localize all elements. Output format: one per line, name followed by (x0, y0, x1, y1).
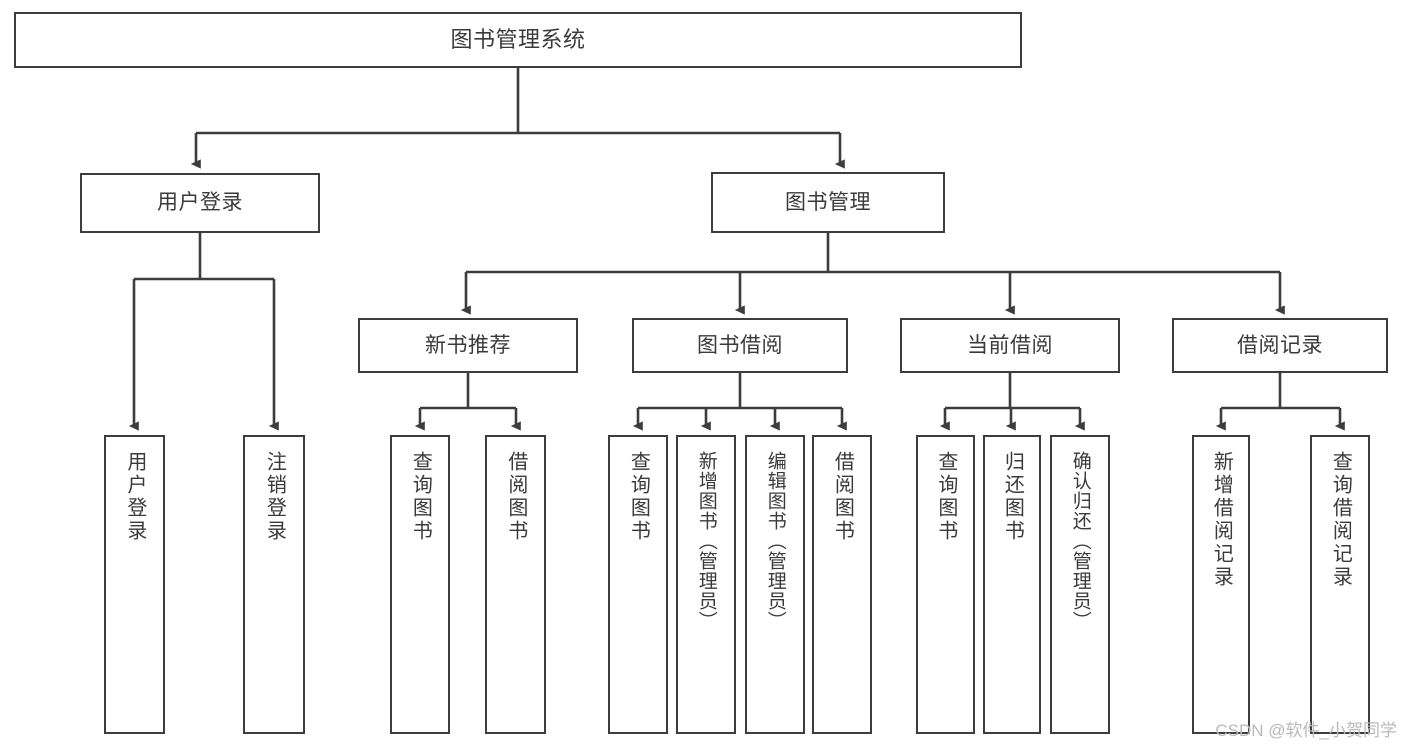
node-book-borrow[interactable]: 图书借阅 (632, 318, 848, 373)
node-label: 确认归还（管理员） (1069, 451, 1091, 631)
node-label: 新书推荐 (425, 333, 511, 357)
node-label: 编辑图书（管理员） (764, 451, 786, 631)
node-root-system[interactable]: 图书管理系统 (14, 12, 1022, 68)
node-label: 图书管理系统 (450, 26, 586, 52)
node-user-login[interactable]: 用户登录 (80, 173, 320, 233)
leaf-add-borrow-record[interactable]: 新增借阅记录 (1192, 435, 1250, 734)
node-label: 新增借阅记录 (1210, 451, 1233, 589)
leaf-query-borrow-record[interactable]: 查询借阅记录 (1310, 435, 1370, 734)
leaf-logout-login[interactable]: 注销登录 (243, 435, 305, 734)
node-label: 图书管理 (785, 190, 871, 214)
node-label: 借阅图书 (831, 451, 854, 543)
node-label: 新增图书（管理员） (695, 451, 717, 631)
node-label: 当前借阅 (967, 333, 1053, 357)
leaf-query-book-new[interactable]: 查询图书 (390, 435, 450, 734)
node-label: 借阅图书 (504, 451, 527, 543)
node-label: 注销登录 (263, 451, 286, 543)
node-label: 查询图书 (627, 451, 650, 543)
node-label: 查询借阅记录 (1329, 451, 1352, 589)
node-label: 用户登录 (157, 191, 243, 215)
leaf-query-book-borrow[interactable]: 查询图书 (608, 435, 668, 734)
node-new-book-recommend[interactable]: 新书推荐 (358, 318, 578, 373)
node-label: 图书借阅 (697, 333, 783, 357)
leaf-user-login[interactable]: 用户登录 (104, 435, 165, 734)
node-label: 归还图书 (1001, 451, 1024, 543)
node-borrow-record[interactable]: 借阅记录 (1172, 318, 1388, 373)
leaf-return-book[interactable]: 归还图书 (983, 435, 1041, 734)
node-current-borrow[interactable]: 当前借阅 (900, 318, 1120, 373)
leaf-confirm-return-admin[interactable]: 确认归还（管理员） (1050, 435, 1110, 734)
node-label: 查询图书 (934, 451, 957, 543)
node-label: 查询图书 (409, 451, 432, 543)
node-label: 借阅记录 (1237, 333, 1323, 357)
csdn-watermark: CSDN @软件_小贺同学 (1215, 721, 1397, 740)
leaf-edit-book-admin[interactable]: 编辑图书（管理员） (745, 435, 805, 734)
leaf-borrow-book[interactable]: 借阅图书 (812, 435, 872, 734)
leaf-add-book-admin[interactable]: 新增图书（管理员） (676, 435, 736, 734)
node-book-management[interactable]: 图书管理 (711, 172, 945, 233)
leaf-query-book-current[interactable]: 查询图书 (916, 435, 975, 734)
node-label: 用户登录 (123, 451, 146, 543)
leaf-borrow-book-new[interactable]: 借阅图书 (485, 435, 546, 734)
